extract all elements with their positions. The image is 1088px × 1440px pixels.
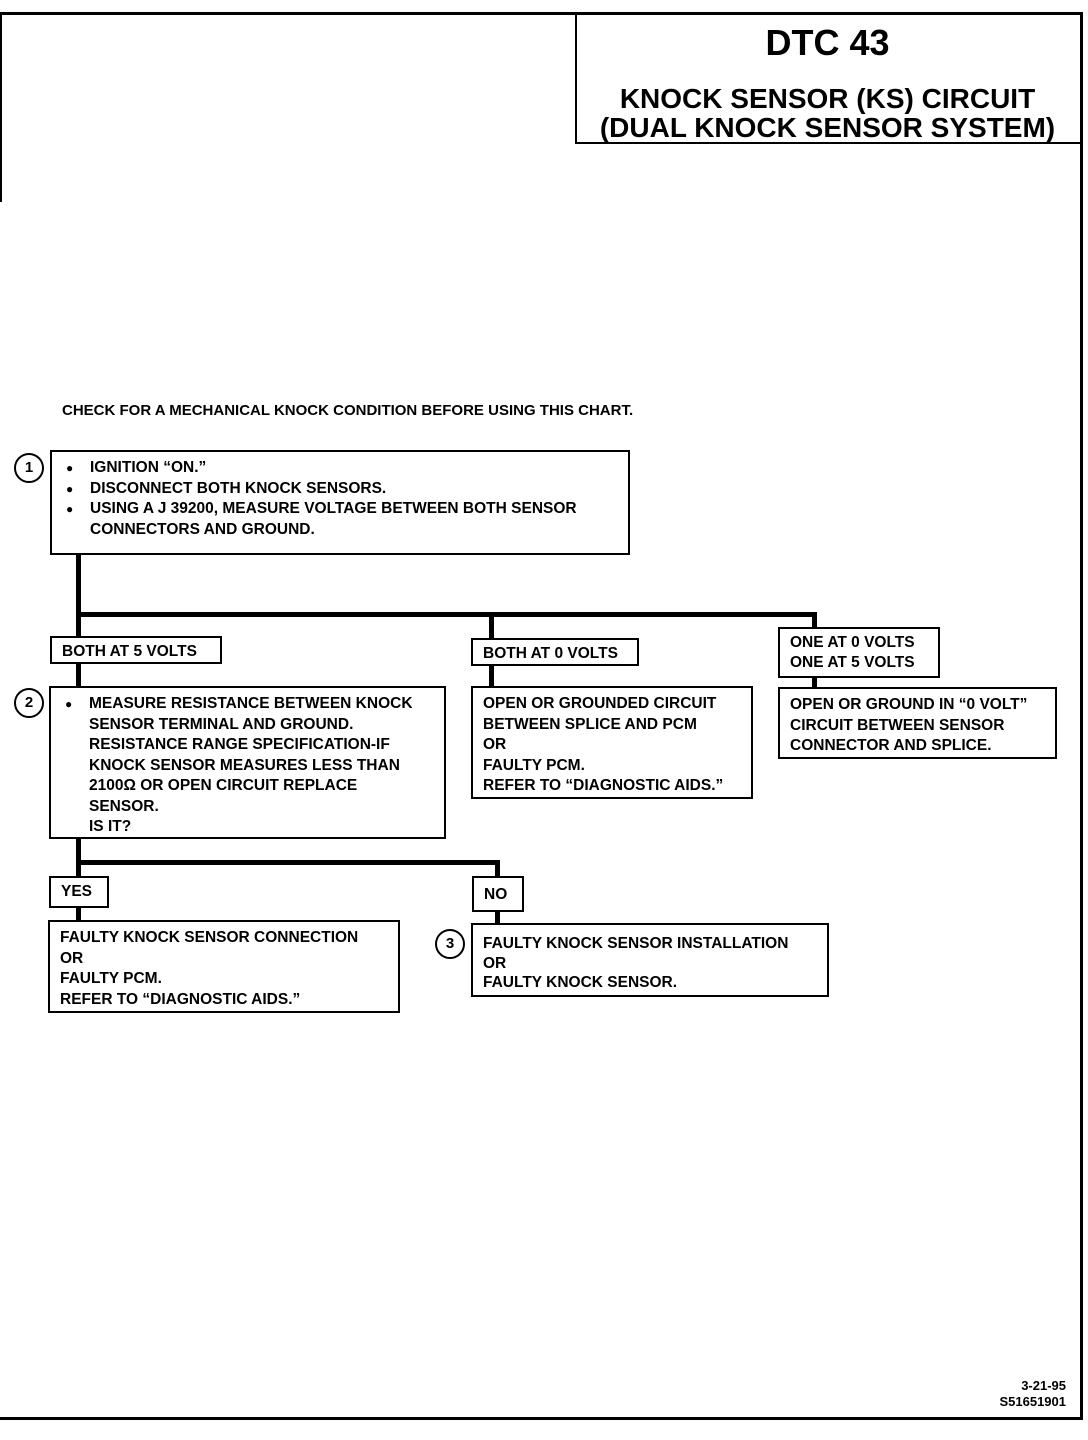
connector-yes-to-result [76,906,81,922]
step-3-line: OR [483,954,507,972]
title-line-1: KNOCK SENSOR (KS) CIRCUIT [619,83,1036,114]
title-line-2: (DUAL KNOCK SENSOR SYSTEM) [599,112,1056,143]
frame-right [1080,12,1083,1420]
step-2-bullet-dot: ● [65,697,73,711]
result-yes-box: FAULTY KNOCK SENSOR CONNECTION OR FAULTY… [48,920,400,1013]
connector-step1-down [76,555,81,637]
dtc-code: DTC 43 [765,22,890,63]
step-2-line: KNOCK SENSOR MEASURES LESS THAN [89,756,400,774]
step-1-box: IGNITION “ON.” DISCONNECT BOTH KNOCK SEN… [50,450,630,555]
connector-both5-to-step2 [76,662,81,686]
step-1-bullet: DISCONNECT BOTH KNOCK SENSORS. [62,479,618,500]
connector-step2-down [76,838,81,878]
branch-both-0-volts: BOTH AT 0 VOLTS [471,638,639,666]
result-both-0-volts-box: OPEN OR GROUNDED CIRCUIT BETWEEN SPLICE … [471,686,753,799]
result-line: CONNECTOR AND SPLICE. [790,737,992,754]
step-3-line: FAULTY KNOCK SENSOR INSTALLATION [483,935,789,952]
footer-date: 3-21-95 [1021,1378,1066,1393]
step-3-box: FAULTY KNOCK SENSOR INSTALLATION OR FAUL… [471,923,829,997]
intro-instruction: CHECK FOR A MECHANICAL KNOCK CONDITION B… [62,402,634,419]
connector-no-down [495,860,500,878]
connector-yesno-horizontal [76,860,500,865]
branch-one-0-volts: ONE AT 0 VOLTS [790,634,915,651]
footer-reference: 3-21-95 S51651901 [999,1378,1066,1410]
answer-yes: YES [49,876,109,908]
step-2-line: RESISTANCE RANGE SPECIFICATION-IF [89,736,390,753]
step-1-bullet: IGNITION “ON.” [62,458,618,479]
title-block [575,14,1080,144]
connector-branch-horizontal [76,612,817,617]
result-line: FAULTY PCM. [483,756,585,774]
result-line: FAULTY PCM. [60,970,162,987]
step-1-bullet: USING A J 39200, MEASURE VOLTAGE BETWEEN… [62,499,618,540]
branch-one-5-volts: ONE AT 5 VOLTS [790,654,915,671]
result-line: OR [60,949,84,967]
branch-both-5-volts: BOTH AT 5 VOLTS [50,636,222,664]
branch-one-0-one-5: ONE AT 0 VOLTS ONE AT 5 VOLTS [778,627,940,678]
step-1-marker: 1 [14,453,44,483]
frame-left [0,12,2,202]
step-2-line: SENSOR TERMINAL AND GROUND. [89,715,354,733]
footer-code: S51651901 [999,1394,1066,1409]
result-one-0-one-5-box: OPEN OR GROUND IN “0 VOLT” CIRCUIT BETWE… [778,687,1057,759]
result-line: REFER TO “DIAGNOSTIC AIDS.” [60,990,301,1008]
step-3-line: FAULTY KNOCK SENSOR. [483,974,678,991]
step-3-marker: 3 [435,929,465,959]
step-2-marker: 2 [14,688,44,718]
result-line: OPEN OR GROUND IN “0 VOLT” [790,696,1028,713]
step-2-line: 2100Ω OR OPEN CIRCUIT REPLACE [89,777,358,794]
step-2-line: MEASURE RESISTANCE BETWEEN KNOCK [89,695,413,712]
connector-no-to-step3 [495,910,500,924]
frame-bottom [0,1417,1083,1420]
step-2-line: SENSOR. [89,797,159,815]
result-line: OPEN OR GROUNDED CIRCUIT [483,695,717,712]
step-2-box: ● MEASURE RESISTANCE BETWEEN KNOCK SENSO… [49,686,446,839]
result-line: CIRCUIT BETWEEN SENSOR [790,716,1005,734]
result-line: REFER TO “DIAGNOSTIC AIDS.” [483,777,724,794]
connector-branch-right [812,612,817,627]
result-line: FAULTY KNOCK SENSOR CONNECTION [60,929,359,946]
result-line: BETWEEN SPLICE AND PCM [483,715,697,733]
connector-one-to-result [812,677,817,689]
step-2-line: IS IT? [89,818,132,835]
connector-both0-to-result [489,664,494,686]
connector-branch-mid [489,612,494,638]
result-line: OR [483,736,507,753]
frame-top [0,12,1083,15]
answer-no: NO [472,876,524,912]
